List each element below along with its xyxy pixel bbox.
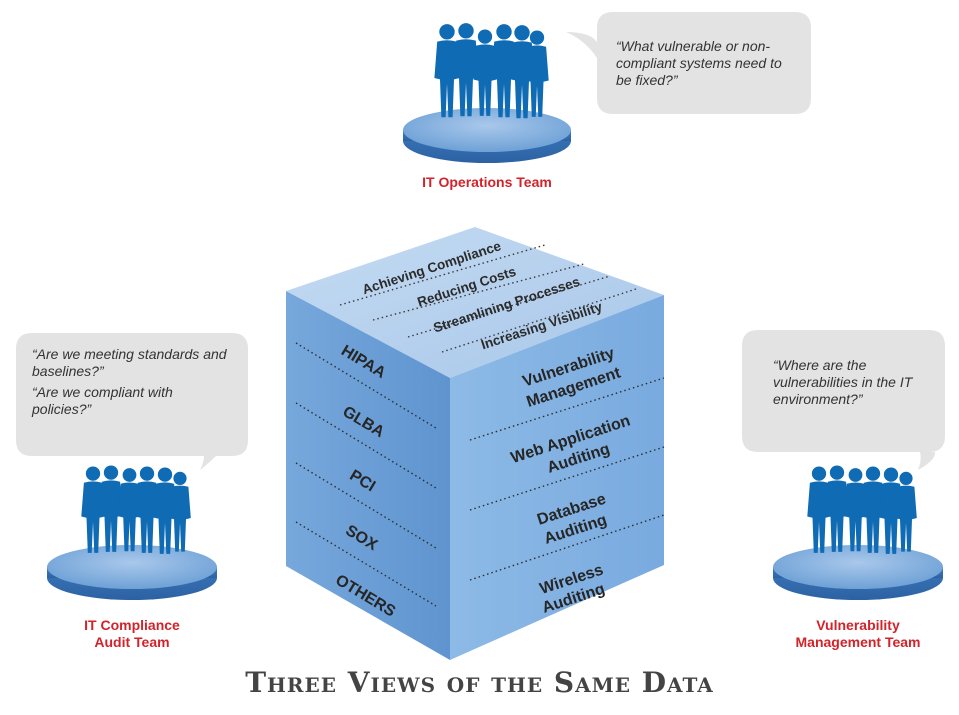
cube-right-face bbox=[450, 295, 664, 660]
diagram-caption: Three Views of the Same Data bbox=[245, 666, 714, 699]
team-label-vulnerability-line2: Management Team bbox=[795, 634, 921, 650]
quote-compliance-2: “Are we compliant with policies?” bbox=[32, 384, 173, 417]
team-label-operations: IT Operations Team bbox=[422, 174, 552, 190]
left-divider-1 bbox=[295, 342, 437, 429]
left-divider-4 bbox=[295, 521, 437, 607]
team-label-vulnerability-line1: Vulnerability bbox=[816, 617, 900, 633]
top-divider-2 bbox=[372, 263, 585, 321]
bubble-operations bbox=[566, 12, 811, 114]
team-label-compliance: IT Compliance Audit Team bbox=[42, 617, 222, 651]
team-label-vulnerability: Vulnerability Management Team bbox=[768, 617, 948, 651]
bubble-compliance bbox=[16, 333, 248, 470]
people-group-vulnerability-icon bbox=[807, 465, 917, 554]
platform-vulnerability bbox=[773, 545, 943, 600]
quote-vulnerability: “Where are the vulnerabilities in the IT… bbox=[773, 357, 913, 407]
cube-left-face bbox=[286, 291, 450, 660]
people-group-compliance-icon bbox=[81, 465, 191, 554]
quote-operations: “What vulnerable or non-compliant system… bbox=[616, 38, 782, 88]
platform-compliance bbox=[47, 545, 217, 600]
people-group-operations-icon bbox=[434, 23, 549, 119]
left-divider-2 bbox=[295, 402, 437, 489]
data-cube: Achieving Compliance Reducing Costs Stre… bbox=[286, 227, 665, 660]
quote-compliance-1: “Are we meeting standards and baselines?… bbox=[32, 346, 227, 379]
platform-operations bbox=[403, 108, 571, 163]
left-divider-3 bbox=[295, 462, 437, 549]
top-divider-3 bbox=[407, 275, 611, 338]
bubble-vulnerability bbox=[742, 330, 945, 470]
team-label-compliance-line1: IT Compliance bbox=[84, 617, 180, 633]
team-label-compliance-line2: Audit Team bbox=[94, 634, 170, 650]
cube-top-face bbox=[286, 227, 664, 378]
